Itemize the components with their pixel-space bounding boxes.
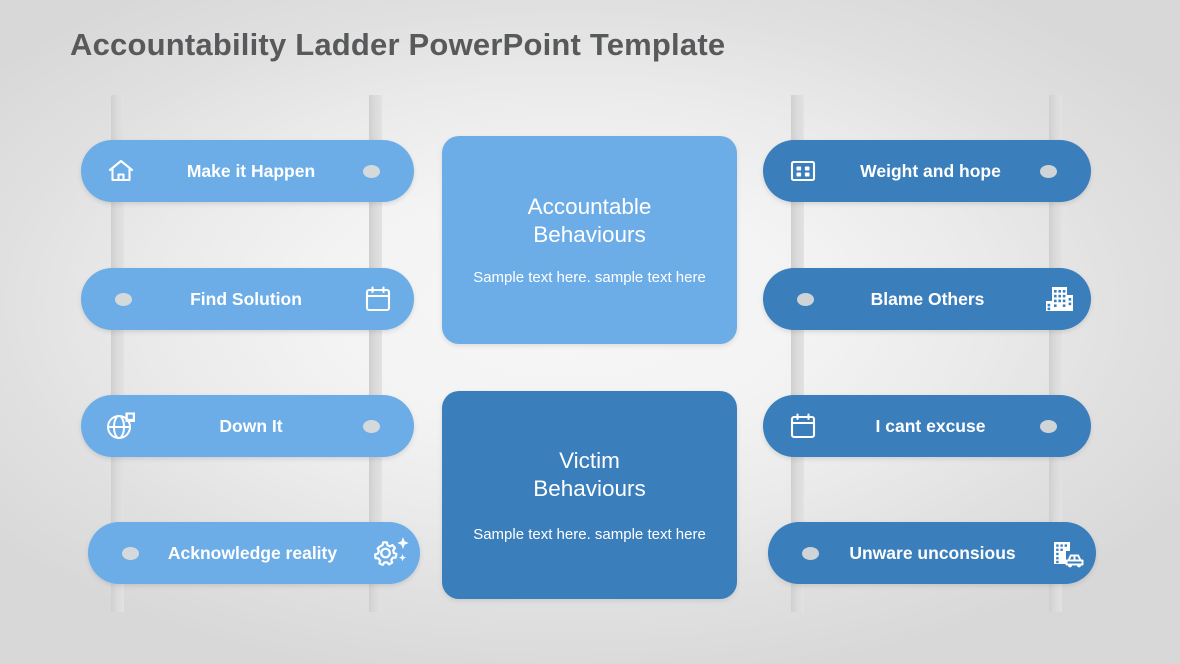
building-icon xyxy=(1041,281,1077,317)
step-make-it-happen[interactable]: Make it Happen xyxy=(81,140,414,202)
step-label: Weight and hope xyxy=(860,160,1001,181)
step-i-cant-excuse[interactable]: I cant excuse xyxy=(763,395,1091,457)
grid-icon xyxy=(785,153,821,189)
ladder-rail-left-outer xyxy=(369,95,382,612)
step-label: Down It xyxy=(219,415,283,436)
step-marker-dot xyxy=(1040,419,1057,433)
card-subtitle: Sample text here. sample text here xyxy=(473,269,706,286)
step-label: I cant excuse xyxy=(875,415,986,436)
step-acknowledge-reality[interactable]: Acknowledge reality xyxy=(88,522,420,584)
card-victim-behaviours[interactable]: Victim Behaviours Sample text here. samp… xyxy=(442,391,737,599)
step-down-it[interactable]: Down It xyxy=(81,395,414,457)
step-marker-dot xyxy=(363,164,380,178)
step-label: Unware unconsious xyxy=(849,542,1016,563)
step-marker-dot xyxy=(122,546,139,560)
ladder-rail-right-inner xyxy=(791,95,804,612)
ladder-rail-left-inner xyxy=(111,95,124,612)
step-marker-dot xyxy=(363,419,380,433)
card-accountable-behaviours[interactable]: Accountable Behaviours Sample text here.… xyxy=(442,136,737,344)
home-icon xyxy=(103,153,139,189)
building-car-icon xyxy=(1046,535,1088,571)
step-label: Blame Others xyxy=(870,288,985,309)
step-marker-dot xyxy=(1040,164,1057,178)
step-label: Acknowledge reality xyxy=(167,542,338,563)
step-marker-dot xyxy=(115,292,132,306)
step-label: Find Solution xyxy=(190,288,302,309)
card-title: Accountable Behaviours xyxy=(527,194,652,247)
step-weight-and-hope[interactable]: Weight and hope xyxy=(763,140,1091,202)
step-blame-others[interactable]: Blame Others xyxy=(763,268,1091,330)
card-subtitle: Sample text here. sample text here xyxy=(473,525,706,543)
page-title: Accountability Ladder PowerPoint Templat… xyxy=(70,27,726,62)
step-unware-unconsious[interactable]: Unware unconsious xyxy=(768,522,1096,584)
ladder-rail-right-outer xyxy=(1049,95,1062,612)
step-marker-dot xyxy=(802,546,819,560)
calendar-icon xyxy=(360,281,396,317)
step-label: Make it Happen xyxy=(186,160,316,181)
step-find-solution[interactable]: Find Solution xyxy=(81,268,414,330)
card-title: Victim Behaviours xyxy=(533,447,646,501)
gear-sparkle-icon xyxy=(366,535,412,571)
globe-icon xyxy=(103,408,139,444)
calendar-icon xyxy=(785,408,821,444)
step-marker-dot xyxy=(797,292,814,306)
